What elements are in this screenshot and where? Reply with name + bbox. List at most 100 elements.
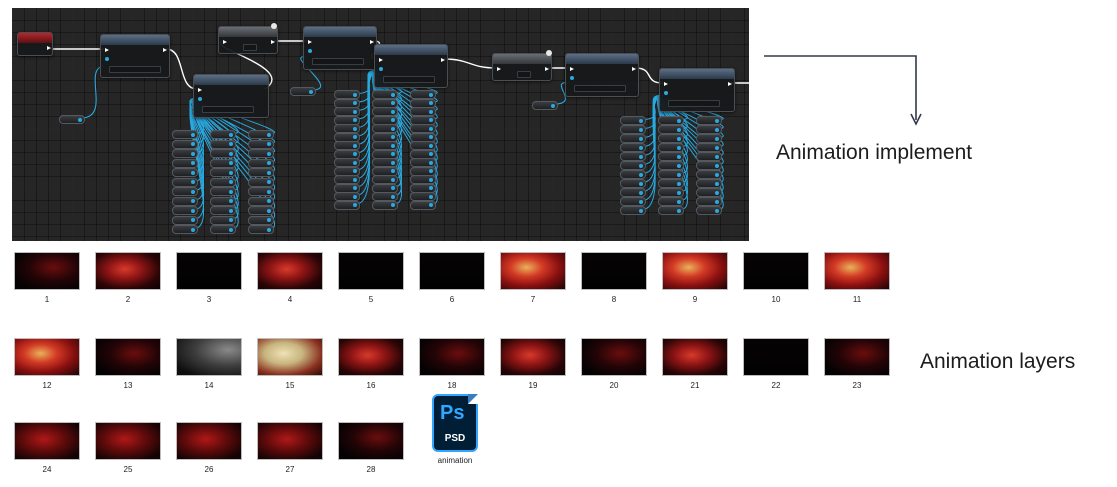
layer-thumbnail[interactable]: 10 (743, 252, 809, 304)
exec-in-pin[interactable] (379, 58, 383, 62)
variable-node[interactable] (410, 200, 436, 210)
delay-node-2[interactable] (492, 53, 552, 81)
variable-node[interactable] (658, 152, 684, 161)
layer-thumbnail[interactable]: 27 (257, 422, 323, 474)
variable-node[interactable] (248, 139, 274, 149)
variable-node[interactable] (620, 134, 646, 143)
visibility-dropdown[interactable] (312, 58, 364, 65)
layer-thumbnail[interactable]: 6 (419, 252, 485, 304)
exec-out-pin[interactable] (163, 48, 167, 52)
layer-thumbnail[interactable]: 14 (176, 338, 242, 390)
visibility-dropdown[interactable] (668, 100, 720, 107)
exec-out-pin[interactable] (47, 46, 51, 50)
variable-node[interactable] (290, 87, 316, 96)
variable-node[interactable] (372, 141, 398, 150)
exec-in-pin[interactable] (105, 48, 109, 52)
variable-node[interactable] (248, 177, 274, 187)
variable-node[interactable] (172, 139, 198, 149)
variable-node[interactable] (172, 158, 198, 168)
layer-thumbnail[interactable]: 8 (581, 252, 647, 304)
variable-node[interactable] (210, 206, 236, 215)
delay-node-1[interactable] (218, 26, 278, 54)
duration-field[interactable] (517, 71, 531, 78)
variable-node[interactable] (658, 134, 684, 143)
visibility-dropdown[interactable] (574, 85, 626, 92)
variable-node[interactable] (210, 215, 236, 225)
layer-thumbnail[interactable]: 4 (257, 252, 323, 304)
variable-node[interactable] (620, 143, 646, 152)
exec-out-pin[interactable] (441, 58, 445, 62)
variable-node[interactable] (658, 197, 684, 206)
layer-thumbnail[interactable]: 3 (176, 252, 242, 304)
target-pin[interactable] (105, 57, 109, 61)
variable-node[interactable] (620, 125, 646, 134)
layer-thumbnail[interactable]: 11 (824, 252, 890, 304)
exec-out-pin[interactable] (370, 40, 374, 44)
variable-node[interactable] (658, 179, 684, 188)
exec-out-pin[interactable] (728, 82, 732, 86)
blueprint-graph[interactable] (12, 8, 749, 241)
layer-thumbnail[interactable]: 21 (662, 338, 728, 390)
exec-out-pin[interactable] (271, 40, 275, 44)
layer-thumbnail[interactable]: 20 (581, 338, 647, 390)
variable-node[interactable] (372, 192, 398, 201)
variable-node[interactable] (172, 196, 198, 206)
variable-node[interactable] (620, 197, 646, 206)
variable-node[interactable] (532, 101, 558, 110)
variable-node[interactable] (696, 152, 722, 161)
duration-field[interactable] (243, 44, 257, 51)
variable-node[interactable] (334, 200, 360, 210)
variable-node[interactable] (658, 170, 684, 179)
set-visibility-node-4[interactable] (374, 44, 448, 88)
variable-node[interactable] (696, 179, 722, 188)
layer-thumbnail[interactable]: 19 (500, 338, 566, 390)
variable-node[interactable] (696, 116, 722, 125)
visibility-dropdown[interactable] (383, 76, 435, 83)
exec-in-pin[interactable] (308, 40, 312, 44)
variable-node[interactable] (696, 188, 722, 197)
exec-in-pin[interactable] (497, 67, 501, 71)
variable-node[interactable] (210, 225, 236, 234)
variable-node[interactable] (658, 116, 684, 125)
set-visibility-node-5[interactable] (565, 53, 639, 97)
variable-node[interactable] (248, 158, 274, 168)
variable-node[interactable] (334, 107, 360, 116)
variable-node[interactable] (372, 107, 398, 116)
variable-node[interactable] (172, 187, 198, 196)
variable-node[interactable] (210, 168, 236, 177)
variable-node[interactable] (248, 206, 274, 215)
set-visibility-node-6[interactable] (659, 68, 735, 112)
variable-node[interactable] (334, 192, 360, 201)
set-visibility-node-3[interactable] (303, 26, 377, 70)
variable-node[interactable] (248, 168, 274, 177)
target-pin[interactable] (308, 49, 312, 53)
layer-thumbnail[interactable]: 13 (95, 338, 161, 390)
layer-thumbnail[interactable]: 23 (824, 338, 890, 390)
variable-node[interactable] (658, 125, 684, 134)
variable-node[interactable] (210, 130, 236, 139)
variable-node[interactable] (248, 225, 274, 234)
variable-node[interactable] (620, 179, 646, 188)
variable-node[interactable] (334, 141, 360, 150)
layer-thumbnail[interactable]: 7 (500, 252, 566, 304)
target-pin[interactable] (198, 97, 202, 101)
variable-node[interactable] (172, 168, 198, 177)
target-pin[interactable] (664, 91, 668, 95)
variable-node[interactable] (696, 170, 722, 179)
variable-node[interactable] (372, 124, 398, 133)
variable-node[interactable] (172, 206, 198, 215)
exec-in-pin[interactable] (664, 82, 668, 86)
variable-node[interactable] (620, 152, 646, 161)
layer-thumbnail[interactable]: 2 (95, 252, 161, 304)
target-pin[interactable] (570, 76, 574, 80)
layer-thumbnail[interactable]: 26 (176, 422, 242, 474)
variable-node[interactable] (172, 130, 198, 139)
variable-node[interactable] (59, 115, 85, 124)
variable-node[interactable] (248, 215, 274, 225)
variable-node[interactable] (210, 196, 236, 206)
variable-node[interactable] (696, 125, 722, 134)
variable-node[interactable] (696, 206, 722, 215)
variable-node[interactable] (248, 196, 274, 206)
visibility-dropdown[interactable] (109, 66, 161, 73)
set-visibility-node-2[interactable] (193, 74, 269, 118)
